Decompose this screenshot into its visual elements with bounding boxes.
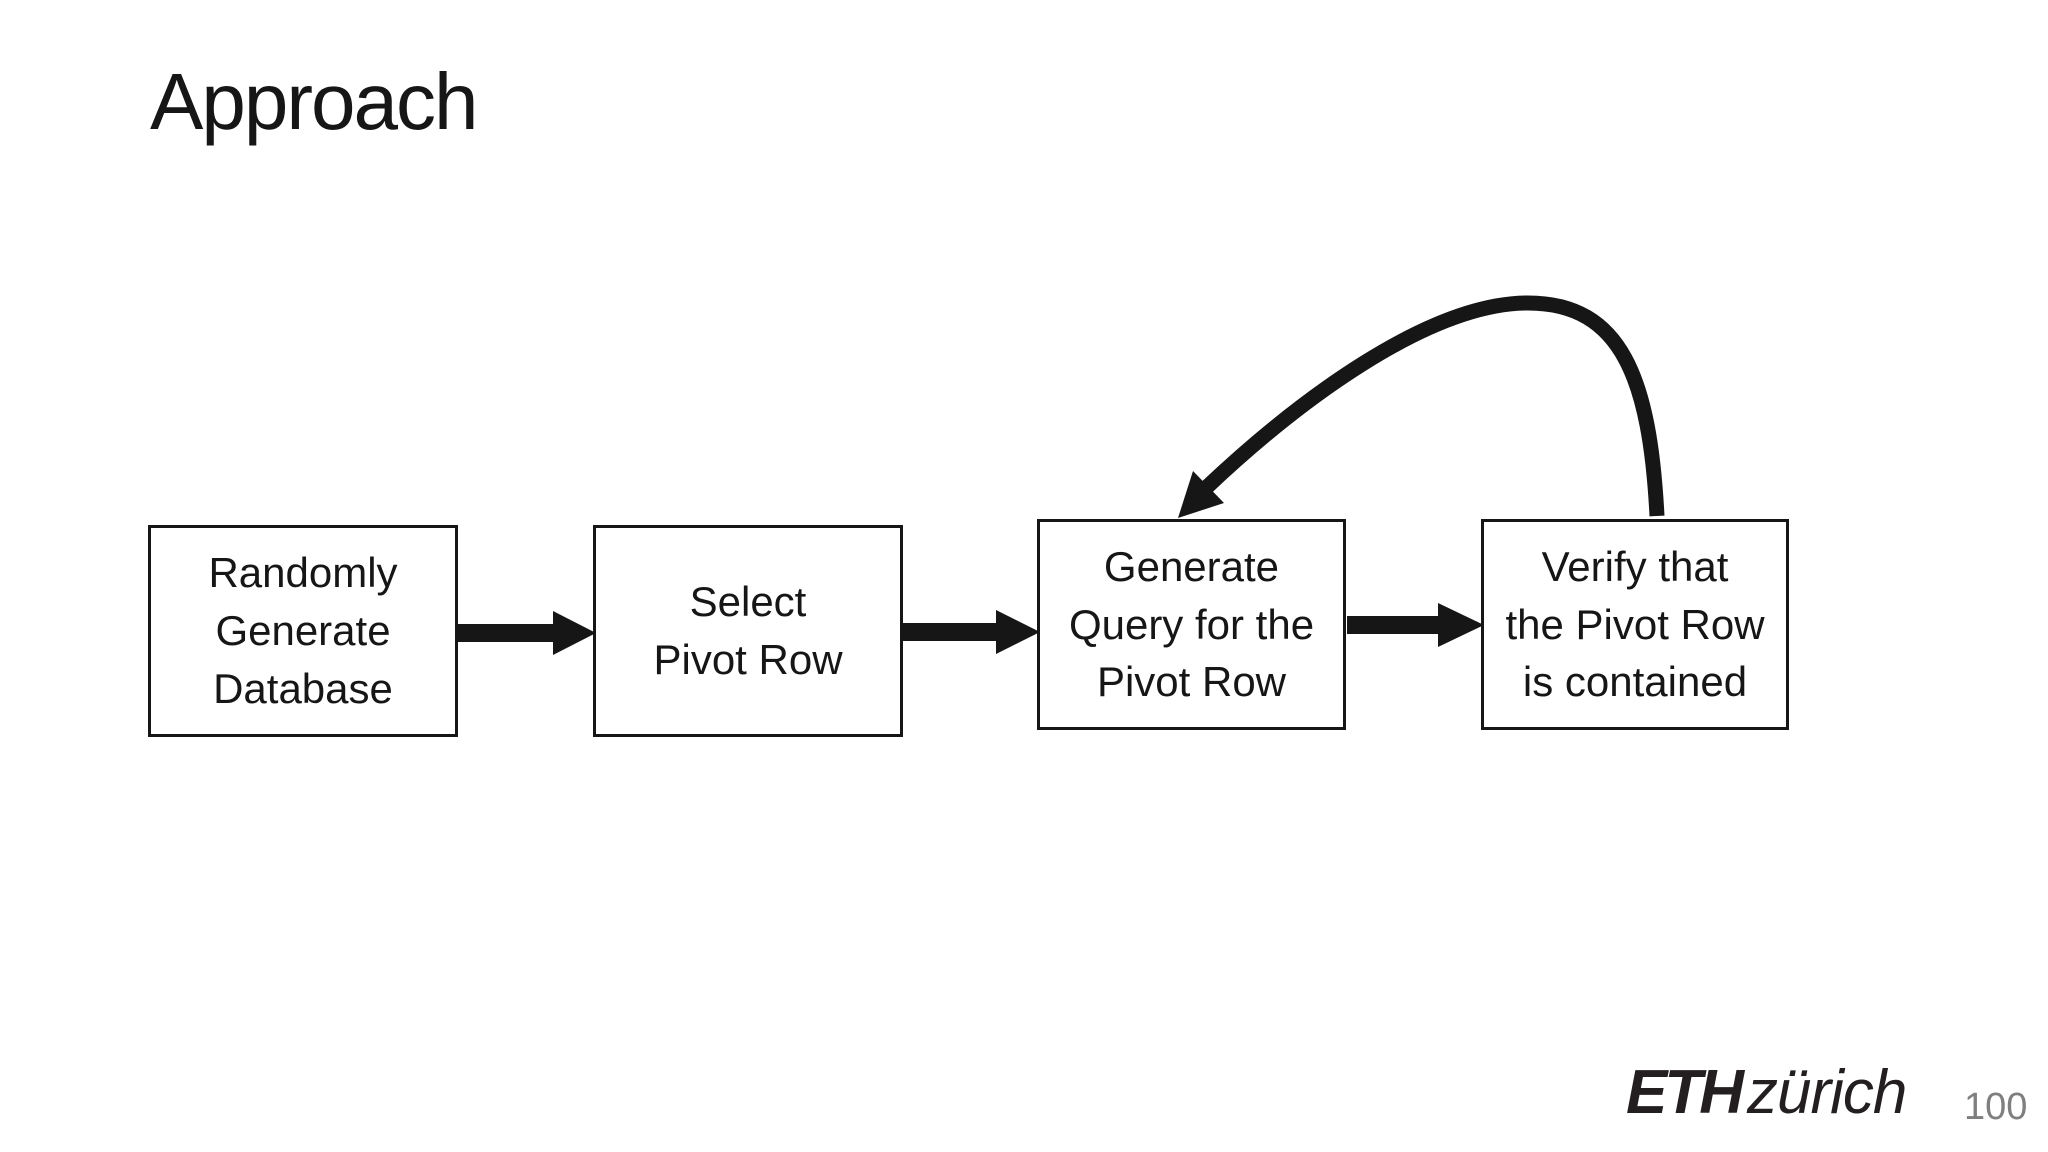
flow-box-label: Generate Query for the Pivot Row (1068, 542, 1315, 706)
eth-zurich-logo: ETHzürich (1626, 1062, 1907, 1124)
flow-box-verify-pivot-row-contained: Verify that the Pivot Row is contained (1481, 519, 1789, 730)
flow-box-label: Select Pivot Row (653, 578, 843, 683)
slide-title: Approach (150, 57, 478, 146)
flow-box-select-pivot-row: Select Pivot Row (593, 525, 903, 737)
flow-box-label: Verify that the Pivot Row is contained (1505, 542, 1765, 706)
flow-box-generate-query-for-pivot-row: Generate Query for the Pivot Row (1037, 519, 1346, 730)
arrow-select-pivot-to-generate-query-icon (903, 610, 1040, 654)
flow-box-randomly-generate-database: Randomly Generate Database (148, 525, 458, 737)
slide-page-number: 100 (1964, 1086, 2028, 1128)
eth-logo-city: zürich (1747, 1058, 1907, 1127)
arrow-generate-db-to-select-pivot-icon (458, 611, 596, 655)
flow-box-label: Randomly Generate Database (208, 549, 398, 712)
arrow-generate-query-to-verify-icon (1347, 603, 1484, 647)
arrow-verify-loopback-to-generate-query-icon (1178, 295, 1665, 518)
eth-logo-wordmark: ETH (1626, 1058, 1744, 1127)
